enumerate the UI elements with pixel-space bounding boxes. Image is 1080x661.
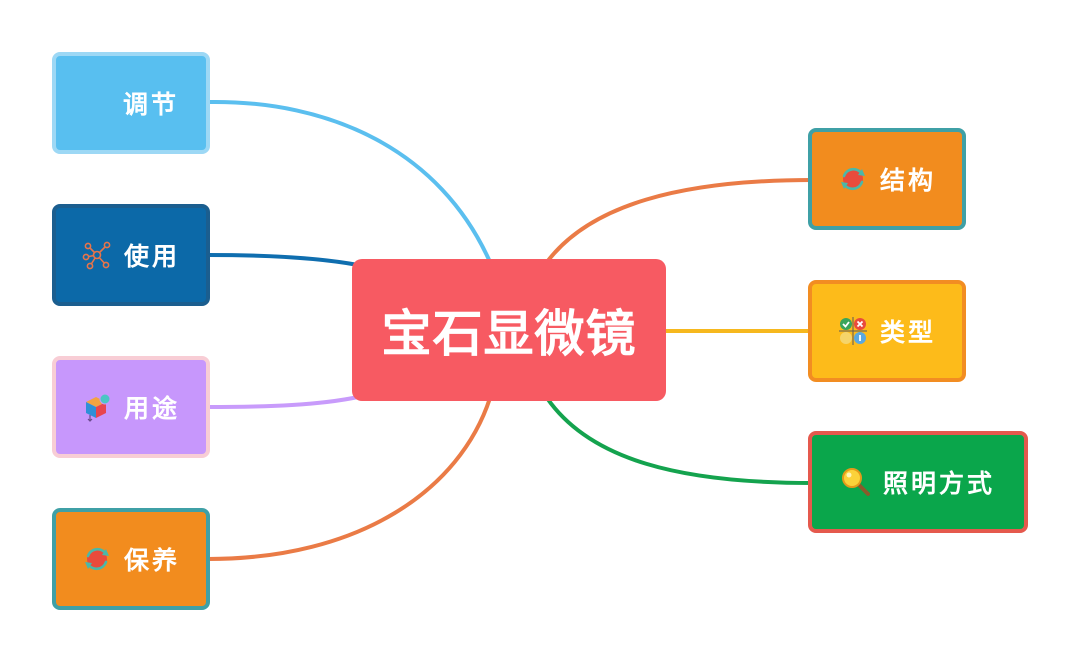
connector-yongtu	[206, 395, 360, 409]
topic-baoyang[interactable]: 保养	[52, 508, 210, 610]
check-grid-icon	[838, 316, 868, 346]
refresh-icon	[82, 544, 112, 574]
topic-yongtu[interactable]: 用途	[52, 356, 210, 458]
connector-baoyang	[206, 396, 492, 561]
network-icon	[82, 240, 112, 270]
connector-tiaojie	[206, 99, 492, 264]
topic-shiyong-label: 使用	[123, 242, 180, 271]
topic-leixing-label: 类型	[879, 318, 936, 347]
magnifier-icon	[841, 467, 871, 497]
topic-zhaoming[interactable]: 照明方式	[808, 431, 1028, 533]
refresh-icon	[838, 164, 868, 194]
topic-jiegou-label: 结构	[879, 166, 936, 195]
topic-jiegou[interactable]: 结构	[808, 128, 966, 230]
cube-icon	[82, 392, 112, 422]
central-topic-label: 宝石显微镜	[381, 305, 637, 363]
topic-tiaojie-label: 调节	[122, 90, 179, 119]
connector-jiegou	[545, 178, 814, 264]
topic-leixing[interactable]: 类型	[808, 280, 966, 382]
connector-zhaoming	[545, 396, 814, 485]
topic-shiyong[interactable]: 使用	[52, 204, 210, 306]
central-topic[interactable]: 宝石显微镜	[352, 259, 666, 401]
topic-yongtu-label: 用途	[123, 394, 180, 423]
topic-tiaojie[interactable]: 调节	[52, 52, 210, 154]
topic-zhaoming-label: 照明方式	[882, 469, 995, 498]
topic-baoyang-label: 保养	[123, 546, 180, 575]
connector-shiyong	[206, 253, 360, 267]
